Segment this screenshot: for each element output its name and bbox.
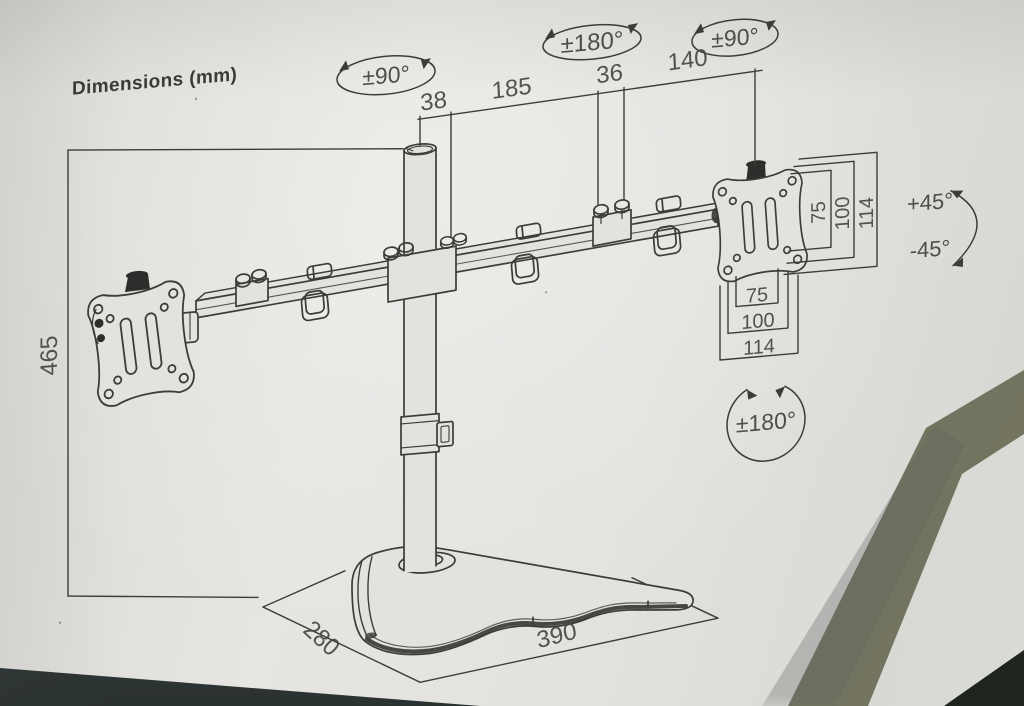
crossbar-arm — [167, 194, 728, 345]
left-plate-hinge — [91, 308, 105, 345]
badge-pole-swivel — [336, 54, 436, 96]
label-arm-rotation: ±180° — [561, 27, 624, 59]
dim-side-100: 100 — [832, 196, 854, 231]
label-pole-swivel: ±90° — [362, 60, 409, 90]
label-head-rotation: ±180° — [736, 406, 796, 437]
dim-185: 185 — [491, 73, 532, 105]
dim-36: 36 — [596, 59, 624, 90]
vesa-plate-right — [711, 160, 809, 285]
base-front-rim — [365, 603, 688, 654]
dim-465: 465 — [36, 334, 63, 376]
dim-bottom-75: 75 — [746, 284, 768, 308]
dim-bottom-114: 114 — [743, 335, 775, 360]
badge-head-swivel — [691, 18, 779, 57]
badge-head-rotation-circle — [726, 385, 806, 462]
drawing-title: Dimensions (mm) — [72, 64, 237, 99]
pole-clamp — [383, 232, 468, 303]
pole-height-collar — [400, 412, 454, 456]
base-left-fin — [357, 559, 367, 635]
label-tilt-down: -45° — [910, 235, 951, 264]
dim-top-chain — [417, 68, 763, 239]
rotation-badges — [336, 16, 978, 462]
dim-height — [67, 148, 404, 599]
dim-140: 140 — [667, 44, 708, 76]
dim-38: 38 — [420, 86, 448, 117]
badge-arm-rotation — [542, 23, 642, 61]
vesa-plate-left — [85, 270, 197, 410]
label-head-swivel: ±90° — [711, 23, 758, 53]
pole — [400, 143, 454, 573]
dim-vesa-side — [783, 151, 878, 276]
arm-joint-clamp-mid — [592, 198, 632, 247]
arm-clamp-left — [235, 268, 269, 308]
badge-tilt-arc — [950, 190, 978, 267]
dim-vesa-bottom — [719, 268, 799, 361]
dim-side-75: 75 — [808, 200, 830, 224]
left-plate-knob — [125, 273, 150, 293]
label-tilt-up: +45° — [907, 188, 953, 217]
dim-bottom-100: 100 — [741, 309, 774, 334]
dust-specks — [58, 97, 548, 624]
dim-280: 280 — [298, 615, 345, 662]
dim-side-114: 114 — [856, 196, 878, 230]
